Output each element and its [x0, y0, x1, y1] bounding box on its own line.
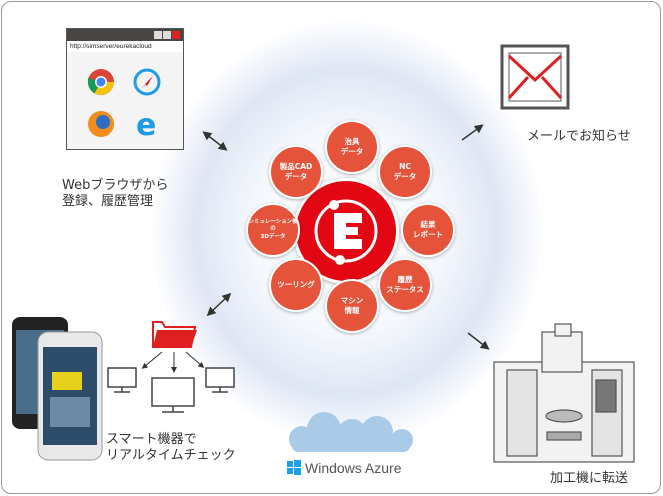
- smartphone-icon: [37, 331, 103, 461]
- browser-titlebar: [67, 29, 183, 41]
- mobile-caption: スマート機器で リアルタイムチェック: [106, 432, 236, 464]
- arrow-browser: [202, 131, 228, 151]
- folder-icon: [152, 321, 197, 348]
- bubble-machine-info: マシン 情報: [325, 279, 379, 333]
- cloud-icon: [289, 412, 413, 452]
- bubble-tooling: ツーリング: [269, 258, 323, 312]
- azure-label: Windows Azure: [305, 460, 402, 476]
- monitor-icon: [151, 377, 195, 413]
- safari-icon: [133, 68, 161, 96]
- firefox-icon: [88, 111, 114, 137]
- mail-caption: メールでお知らせ: [527, 129, 631, 144]
- browser-caption: Webブラウザから 登録、履歴管理: [62, 178, 169, 210]
- chrome-icon: [87, 69, 115, 96]
- arrow-machine: [467, 332, 490, 350]
- arrow-mobile: [206, 292, 232, 317]
- browser-url: http://simserver/eurekacloud: [67, 41, 183, 52]
- bubble-nc-data: NC データ: [378, 145, 432, 199]
- arrow-mail: [461, 124, 484, 141]
- monitor-icon: [107, 367, 137, 393]
- window-controls-icon: [154, 31, 180, 39]
- browser-window: http://simserver/eurekacloud e: [66, 28, 184, 150]
- bubble-jig-data: 治具 データ: [325, 120, 379, 174]
- bubble-result-report: 結果 レポート: [401, 203, 455, 257]
- bubble-simulation-3d: シミュレーション後の 3Dデータ: [246, 203, 300, 257]
- bubble-product-cad: 製品CAD データ: [269, 145, 323, 199]
- edge-icon: e: [136, 108, 156, 143]
- svg-text:e: e: [136, 108, 156, 143]
- machine-caption: 加工機に転送: [550, 471, 629, 486]
- bubble-history-status: 履歴 ステータス: [378, 258, 432, 312]
- machine-tool-icon: [493, 323, 635, 463]
- eureka-e-icon: [314, 199, 378, 265]
- monitor-icon: [205, 367, 235, 393]
- mail-icon: [500, 44, 570, 110]
- browser-icons: e: [87, 68, 161, 143]
- windows-logo-icon: [287, 460, 301, 475]
